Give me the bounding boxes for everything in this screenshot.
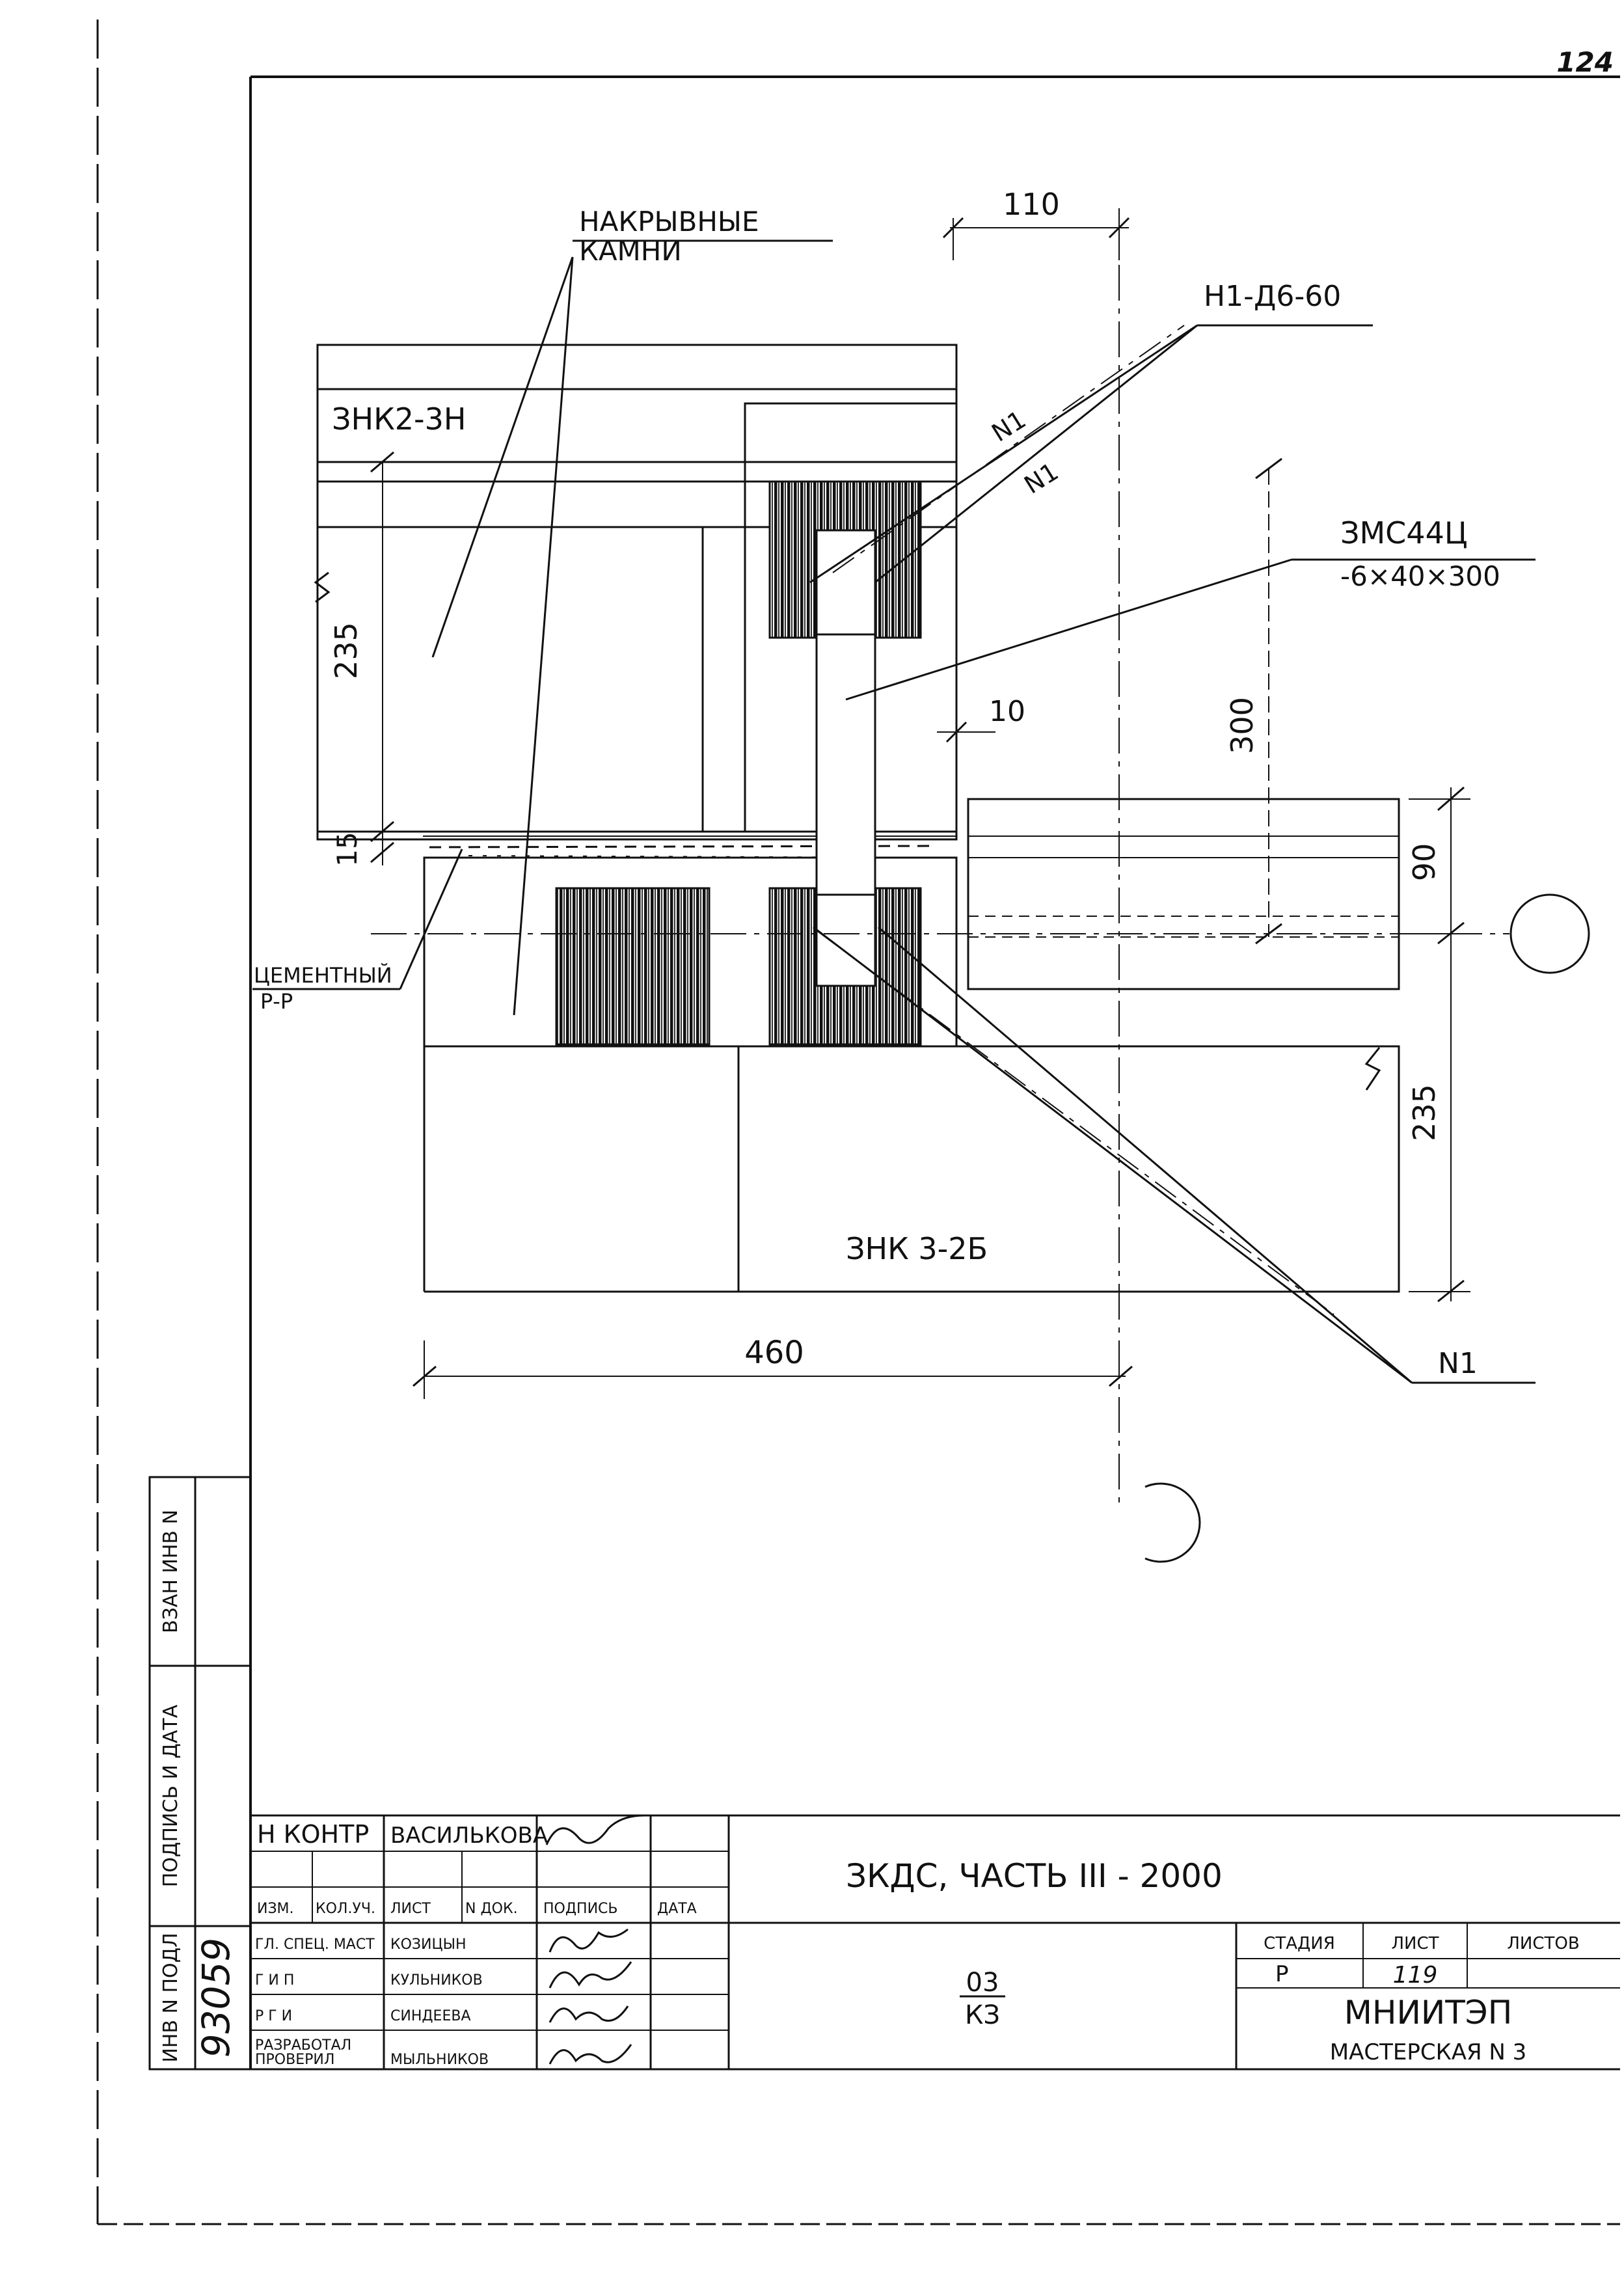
side-stamp-inv-number: 93059 <box>194 1938 238 2058</box>
header-n-dok: N ДОК. <box>465 1901 518 1917</box>
row-2-name: КУЛЬНИКОВ <box>390 1972 483 1989</box>
row-2-role: Г И П <box>255 1972 294 1989</box>
signature-row-2 <box>548 1961 632 1989</box>
project-title: ЗКДС, ЧАСТЬ III - 2000 <box>846 1857 1223 1895</box>
row-1-role: ГЛ. СПЕЦ. МАСТ <box>255 1936 375 1953</box>
side-stamp-col3: ИНВ N ПОДЛ <box>159 1933 182 2062</box>
callout-cement-2: Р-Р <box>260 989 293 1014</box>
header-data: ДАТА <box>657 1901 697 1917</box>
workshop-name: МАСТЕРСКАЯ N 3 <box>1330 2039 1527 2065</box>
callout-plate-size: -6×40×300 <box>1340 560 1500 592</box>
axis-bubble-bottom <box>1144 1482 1201 1563</box>
callout-cover-stones-1: НАКРЫВНЫЕ <box>579 206 759 238</box>
callout-n1-b: N1 <box>1019 457 1063 499</box>
stage-value: Р <box>1275 1961 1289 1987</box>
n-kontr-name: ВАСИЛЬКОВА <box>390 1823 548 1849</box>
dim-460: 460 <box>413 1335 1133 1399</box>
sheets-label: ЛИСТОВ <box>1507 1934 1579 1953</box>
org-name: МНИИТЭП <box>1344 1994 1513 2031</box>
sheet-number: 124 <box>1556 46 1614 78</box>
side-stamp: ВЗАН ИНВ N ПОДПИСЬ И ДАТА ИНВ N ПОДЛ 930… <box>148 1476 252 2071</box>
block-upper-mark: ЗНК2-3Н <box>332 401 466 437</box>
row-1-name: КОЗИЦЫН <box>390 1936 467 1953</box>
axis-lines <box>371 208 1590 1563</box>
row-3-role: Р Г И <box>255 2008 292 2024</box>
callout-n1-c: N1 <box>1438 1347 1478 1380</box>
signature-n-kontr <box>545 1814 645 1845</box>
header-list: ЛИСТ <box>390 1901 431 1917</box>
dim-300-label: 300 <box>1225 697 1260 754</box>
dim-right: 90 235 <box>1364 786 1470 1303</box>
dim-235-left: 235 15 <box>314 451 394 867</box>
dim-110-label: 110 <box>1003 187 1060 222</box>
callout-rebar-mark: Н1-Д6-60 <box>1204 280 1341 313</box>
dim-110: 110 <box>942 187 1130 260</box>
callout-plate-mark: ЗМС44Ц <box>1340 515 1468 550</box>
side-stamp-col1: ВЗАН ИНВ N <box>159 1510 182 1633</box>
callout-cement-1: ЦЕМЕНТНЫЙ <box>254 963 392 988</box>
header-kol-uch: КОЛ.УЧ. <box>316 1901 375 1917</box>
sheet-value: 119 <box>1393 1962 1438 1989</box>
lower-block <box>423 798 1400 1293</box>
dim-300: 300 <box>1225 457 1282 945</box>
header-izm: ИЗМ. <box>257 1901 294 1917</box>
code-bottom: КЗ <box>965 2000 1000 2030</box>
dim-10: 10 <box>937 695 1025 743</box>
dim-235-right-label: 235 <box>1407 1084 1442 1141</box>
dim-10-label: 10 <box>989 695 1025 728</box>
side-stamp-col2: ПОДПИСЬ И ДАТА <box>159 1704 182 1887</box>
stage-label: СТАДИЯ <box>1264 1934 1335 1953</box>
dim-90-label: 90 <box>1407 843 1442 882</box>
code-top: 03 <box>966 1968 999 1998</box>
row-5-name: МЫЛЬНИКОВ <box>390 2052 489 2068</box>
row-5-role: ПРОВЕРИЛ <box>255 2052 334 2068</box>
sheet-label: ЛИСТ <box>1391 1934 1439 1953</box>
row-4-role: РАЗРАБОТАЛ <box>255 2037 351 2054</box>
axis-bubble-right <box>1509 893 1590 974</box>
dim-15-label: 15 <box>331 832 363 866</box>
signature-row-1 <box>548 1928 629 1953</box>
callout-cover-stones-2: КАМНИ <box>579 235 682 267</box>
header-podpis: ПОДПИСЬ <box>543 1901 618 1917</box>
n-kontr-label: Н КОНТР <box>257 1820 369 1849</box>
title-block: Н КОНТР ВАСИЛЬКОВА ИЗМ. КОЛ.УЧ. ЛИСТ N Д… <box>250 1814 1620 2071</box>
row-3-name: СИНДЕЕВА <box>390 2008 471 2024</box>
dim-235-left-label: 235 <box>329 622 364 679</box>
dim-460-label: 460 <box>744 1335 804 1371</box>
signature-row-5 <box>548 2044 632 2065</box>
block-lower-mark: ЗНК 3-2Б <box>846 1231 988 1266</box>
embedded-plate <box>815 529 876 987</box>
leader-lines: НАКРЫВНЫЕ КАМНИ Н1-Д6-60 N1 N1 ЗМС44Ц -6… <box>252 206 1536 1384</box>
signature-row-3 <box>548 2005 629 2023</box>
